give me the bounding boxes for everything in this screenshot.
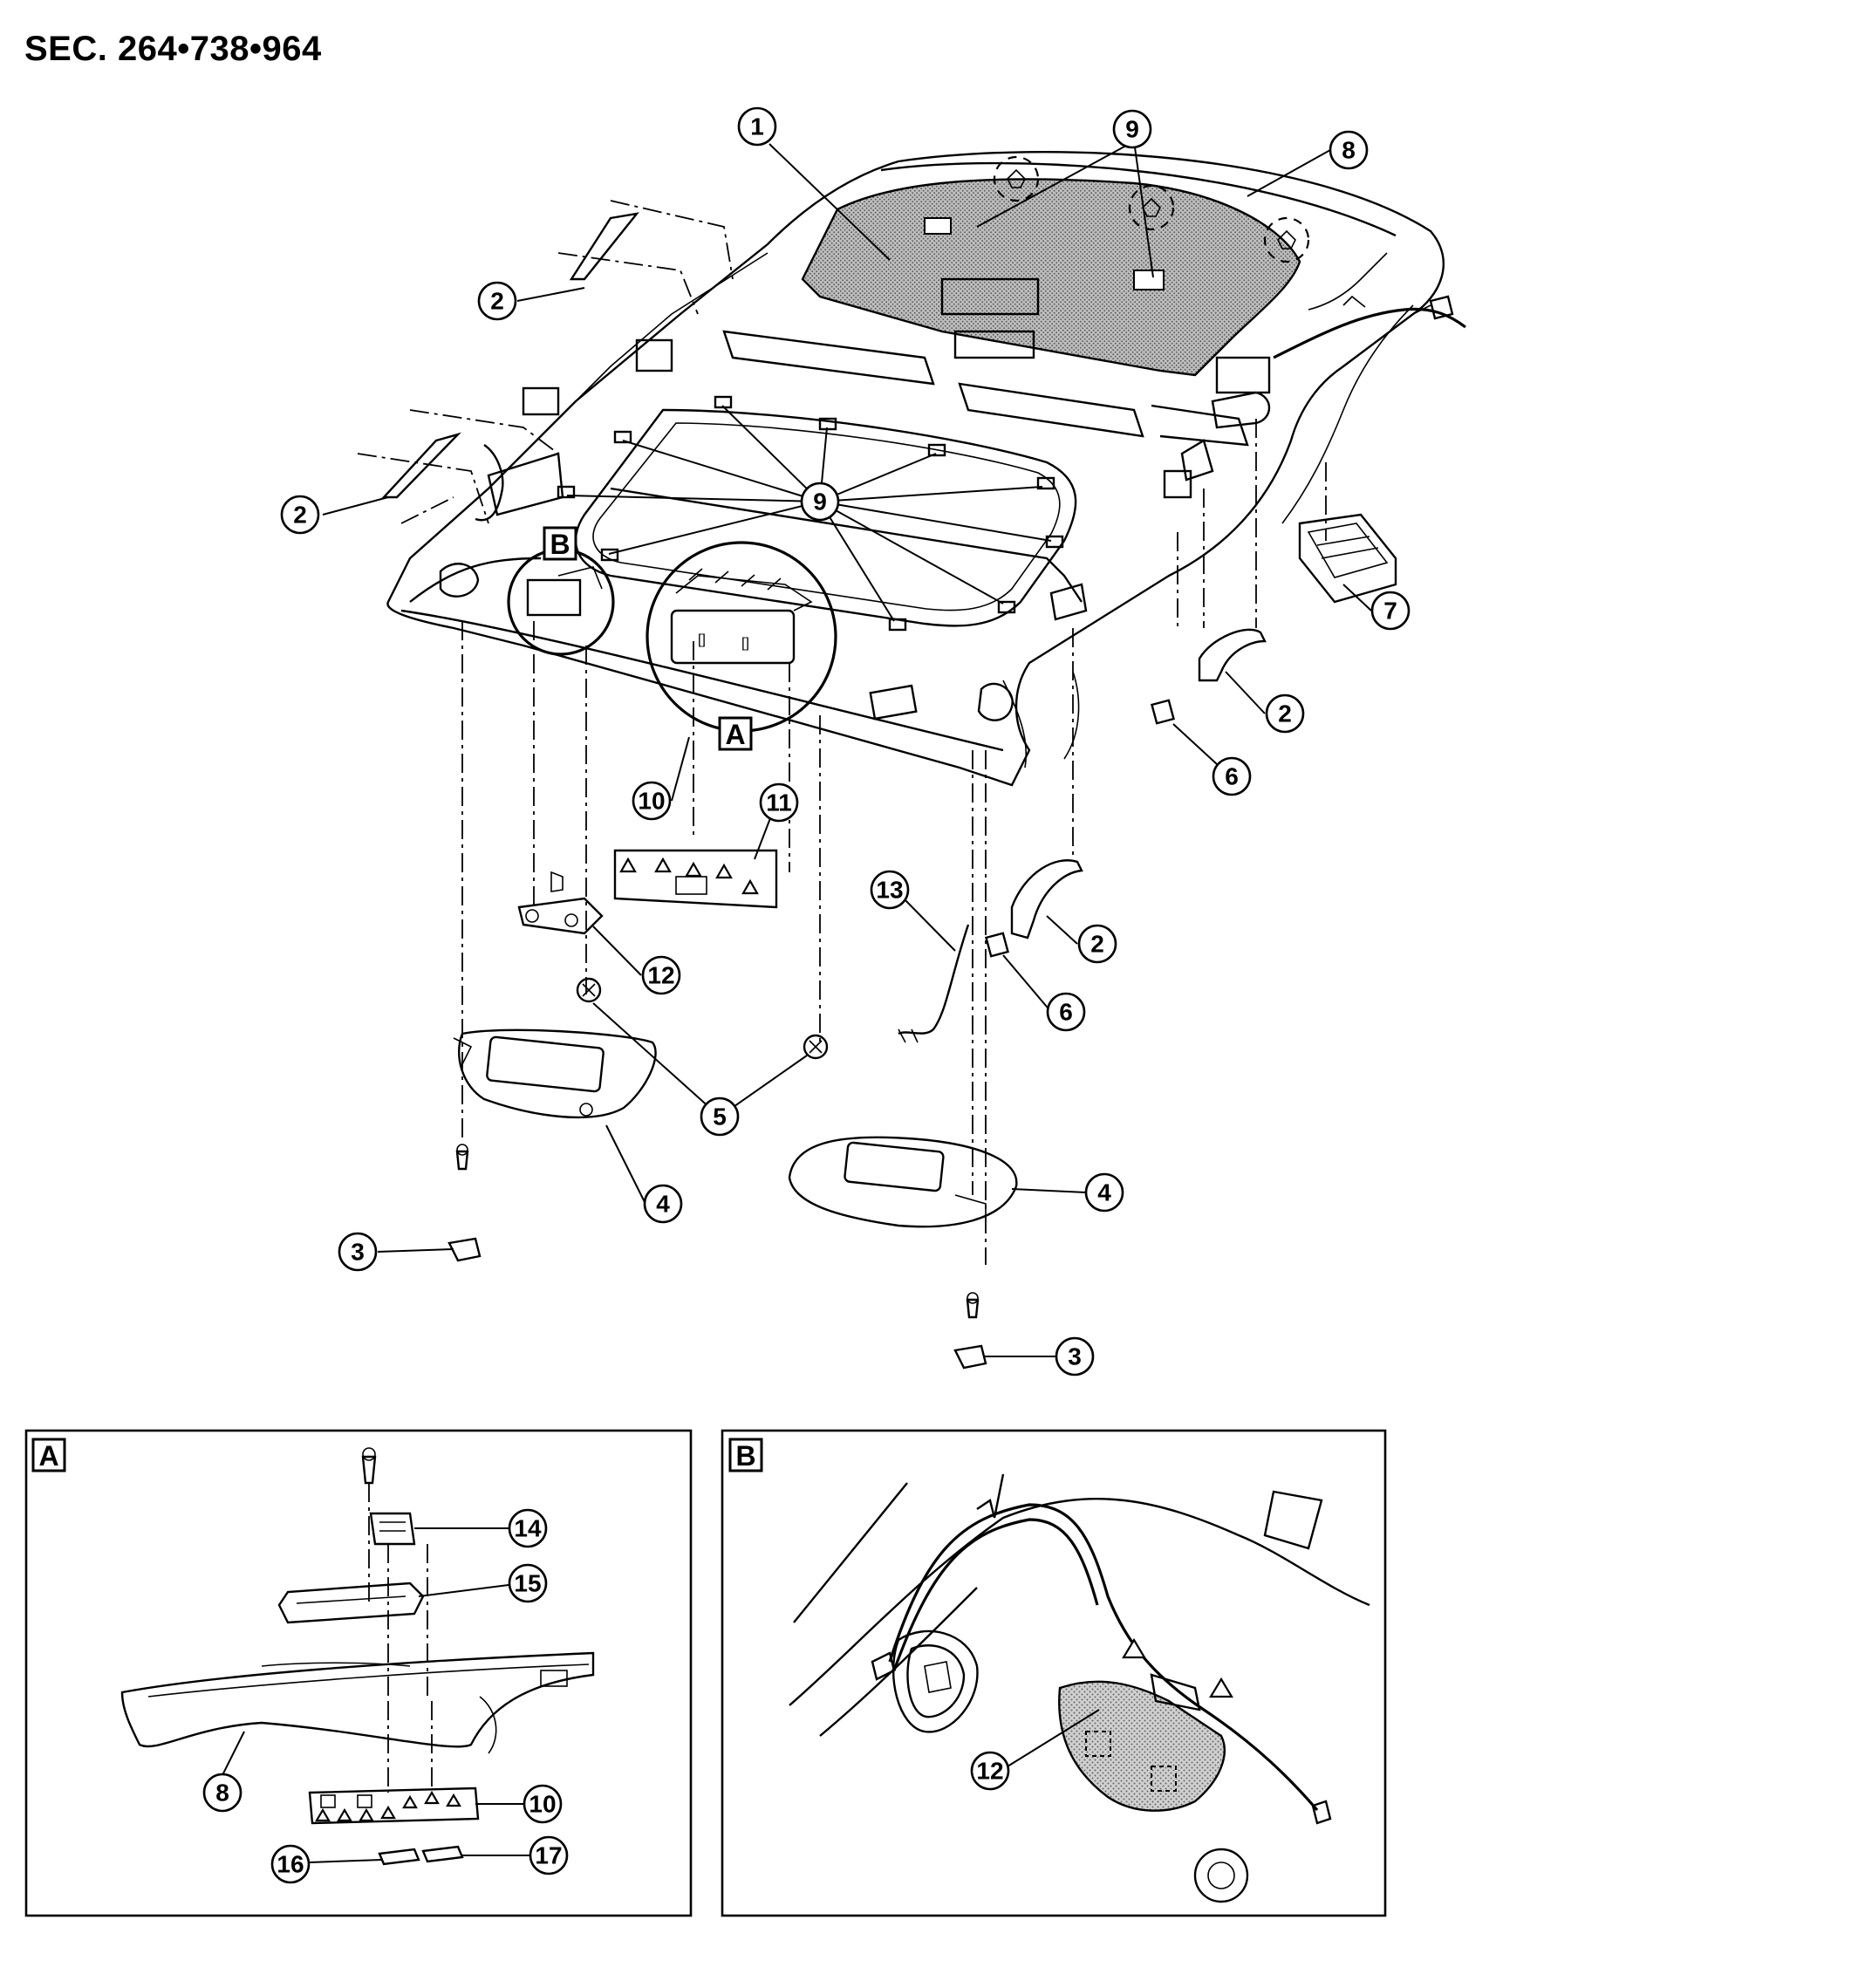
svg-text:12: 12 — [647, 962, 674, 989]
map-lamp-lens — [613, 849, 778, 909]
detail-label-a-main: A — [718, 716, 753, 751]
roof-console-unit — [1298, 513, 1397, 604]
svg-text:B: B — [550, 529, 570, 560]
callout-4-left: 4 — [643, 1184, 683, 1224]
callout-2-right-b: 2 — [1077, 924, 1117, 964]
svg-text:16: 16 — [277, 1851, 304, 1878]
svg-text:B: B — [735, 1440, 755, 1472]
callout-7: 7 — [1370, 591, 1411, 631]
svg-text:2: 2 — [293, 502, 307, 529]
sun-visor-left — [453, 1028, 657, 1119]
svg-text:3: 3 — [351, 1239, 365, 1266]
svg-text:8: 8 — [215, 1780, 229, 1807]
callout-1: 1 — [737, 106, 777, 147]
detail-label-b: B — [728, 1438, 763, 1472]
svg-text:4: 4 — [656, 1191, 670, 1218]
svg-text:2: 2 — [490, 288, 504, 315]
svg-text:3: 3 — [1068, 1343, 1082, 1370]
svg-text:2: 2 — [1278, 700, 1292, 728]
svg-text:14: 14 — [514, 1515, 542, 1542]
callout-11: 11 — [759, 782, 799, 823]
detail-panel-b: B — [721, 1429, 1387, 1917]
personal-lamp — [517, 871, 604, 935]
section-title: SEC. 264•738•964 — [24, 30, 322, 68]
svg-text:1: 1 — [750, 113, 764, 140]
svg-text:13: 13 — [876, 877, 903, 904]
callout-6-b: 6 — [1046, 992, 1086, 1032]
detail-a-callout-8: 8 — [202, 1773, 242, 1813]
headlining-assembly: [] [] — [386, 150, 1466, 787]
clip-markers — [557, 395, 1064, 632]
sun-visor-right — [788, 1136, 1018, 1228]
detail-panel-a: A — [24, 1429, 693, 1917]
callout-2-upper: 2 — [477, 281, 517, 321]
svg-text:6: 6 — [1059, 999, 1073, 1026]
detail-a-callout-16: 16 — [270, 1844, 311, 1884]
assist-grip-right-a — [1198, 628, 1267, 682]
svg-text:9: 9 — [1125, 116, 1139, 143]
svg-text:7: 7 — [1383, 598, 1397, 625]
callout-9-center: 9 — [800, 482, 840, 522]
detail-b-circle — [507, 548, 615, 656]
svg-text:5: 5 — [713, 1103, 727, 1131]
assist-grip-right-b — [1010, 859, 1083, 939]
projection-lines — [357, 200, 1327, 1265]
detail-a-callout-14: 14 — [508, 1508, 548, 1548]
roof-panel-shaded — [801, 178, 1301, 377]
callout-2-right-a: 2 — [1265, 693, 1305, 734]
svg-text:A: A — [38, 1440, 58, 1472]
svg-text:10: 10 — [638, 788, 665, 815]
callout-8: 8 — [1329, 130, 1369, 170]
callout-6-a: 6 — [1212, 756, 1252, 796]
svg-text:12: 12 — [976, 1758, 1003, 1785]
svg-text:11: 11 — [766, 789, 792, 816]
callout-3-left: 3 — [338, 1232, 378, 1272]
callout-13: 13 — [870, 870, 910, 910]
callout-12: 12 — [641, 955, 681, 995]
callout-9-top: 9 — [1112, 109, 1152, 149]
svg-text:15: 15 — [514, 1570, 541, 1597]
svg-text:4: 4 — [1097, 1179, 1111, 1206]
detail-a-callout-15: 15 — [508, 1563, 548, 1603]
svg-text:2: 2 — [1090, 931, 1104, 958]
svg-text:9: 9 — [813, 488, 827, 516]
callout-5: 5 — [700, 1096, 740, 1137]
assist-grip-upper-left — [381, 212, 639, 499]
detail-a-callout-10: 10 — [523, 1784, 563, 1824]
callout-2-left: 2 — [280, 495, 320, 535]
svg-text:8: 8 — [1342, 137, 1356, 164]
svg-text:[]: [] — [741, 636, 749, 651]
svg-text:[]: [] — [698, 632, 706, 647]
detail-label-a: A — [31, 1438, 66, 1472]
detail-label-b-main: B — [543, 526, 577, 561]
svg-text:17: 17 — [535, 1842, 562, 1869]
callout-10: 10 — [632, 781, 672, 821]
callout-3-right: 3 — [1055, 1336, 1095, 1377]
svg-text:6: 6 — [1225, 763, 1239, 790]
detail-a-callout-17: 17 — [529, 1835, 569, 1875]
screws — [455, 1144, 980, 1319]
callout-4-right: 4 — [1084, 1172, 1124, 1213]
detail-b-callout-12: 12 — [970, 1751, 1010, 1791]
svg-text:10: 10 — [529, 1791, 556, 1818]
visor-holder-clips — [576, 977, 829, 1060]
svg-text:A: A — [725, 719, 745, 750]
